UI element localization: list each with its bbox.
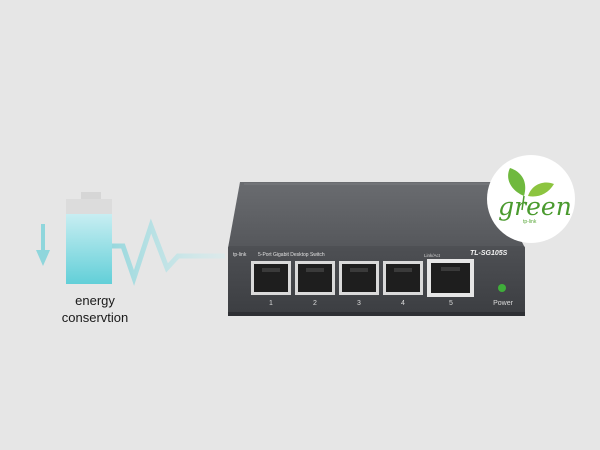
caption-line-2: conservtion [61, 310, 129, 325]
energy-caption: energy conservtion [30, 292, 160, 326]
down-arrow-icon [36, 224, 50, 266]
port-number: 1 [269, 300, 273, 307]
power-label: Power [493, 300, 513, 307]
ethernet-ports [251, 259, 474, 297]
caption-line-1: energy [75, 293, 115, 308]
link-act-label: Link/Act [424, 253, 441, 258]
battery-icon [66, 192, 112, 284]
leaf-icon [508, 168, 554, 211]
network-switch [228, 182, 525, 316]
energy-wave-line [112, 218, 225, 286]
power-led [498, 284, 506, 292]
green-badge-brand: tp-link [523, 219, 537, 225]
brand-label: tp-link [233, 252, 247, 258]
device-description: 5-Port Gigabit Desktop Switch [258, 252, 325, 258]
green-badge-word: green [498, 192, 572, 221]
model-label: TL-SG105S [470, 250, 508, 257]
port-number: 2 [313, 300, 317, 307]
port-number: 3 [357, 300, 361, 307]
port-number: 5 [449, 300, 453, 307]
port-number: 4 [401, 300, 405, 307]
